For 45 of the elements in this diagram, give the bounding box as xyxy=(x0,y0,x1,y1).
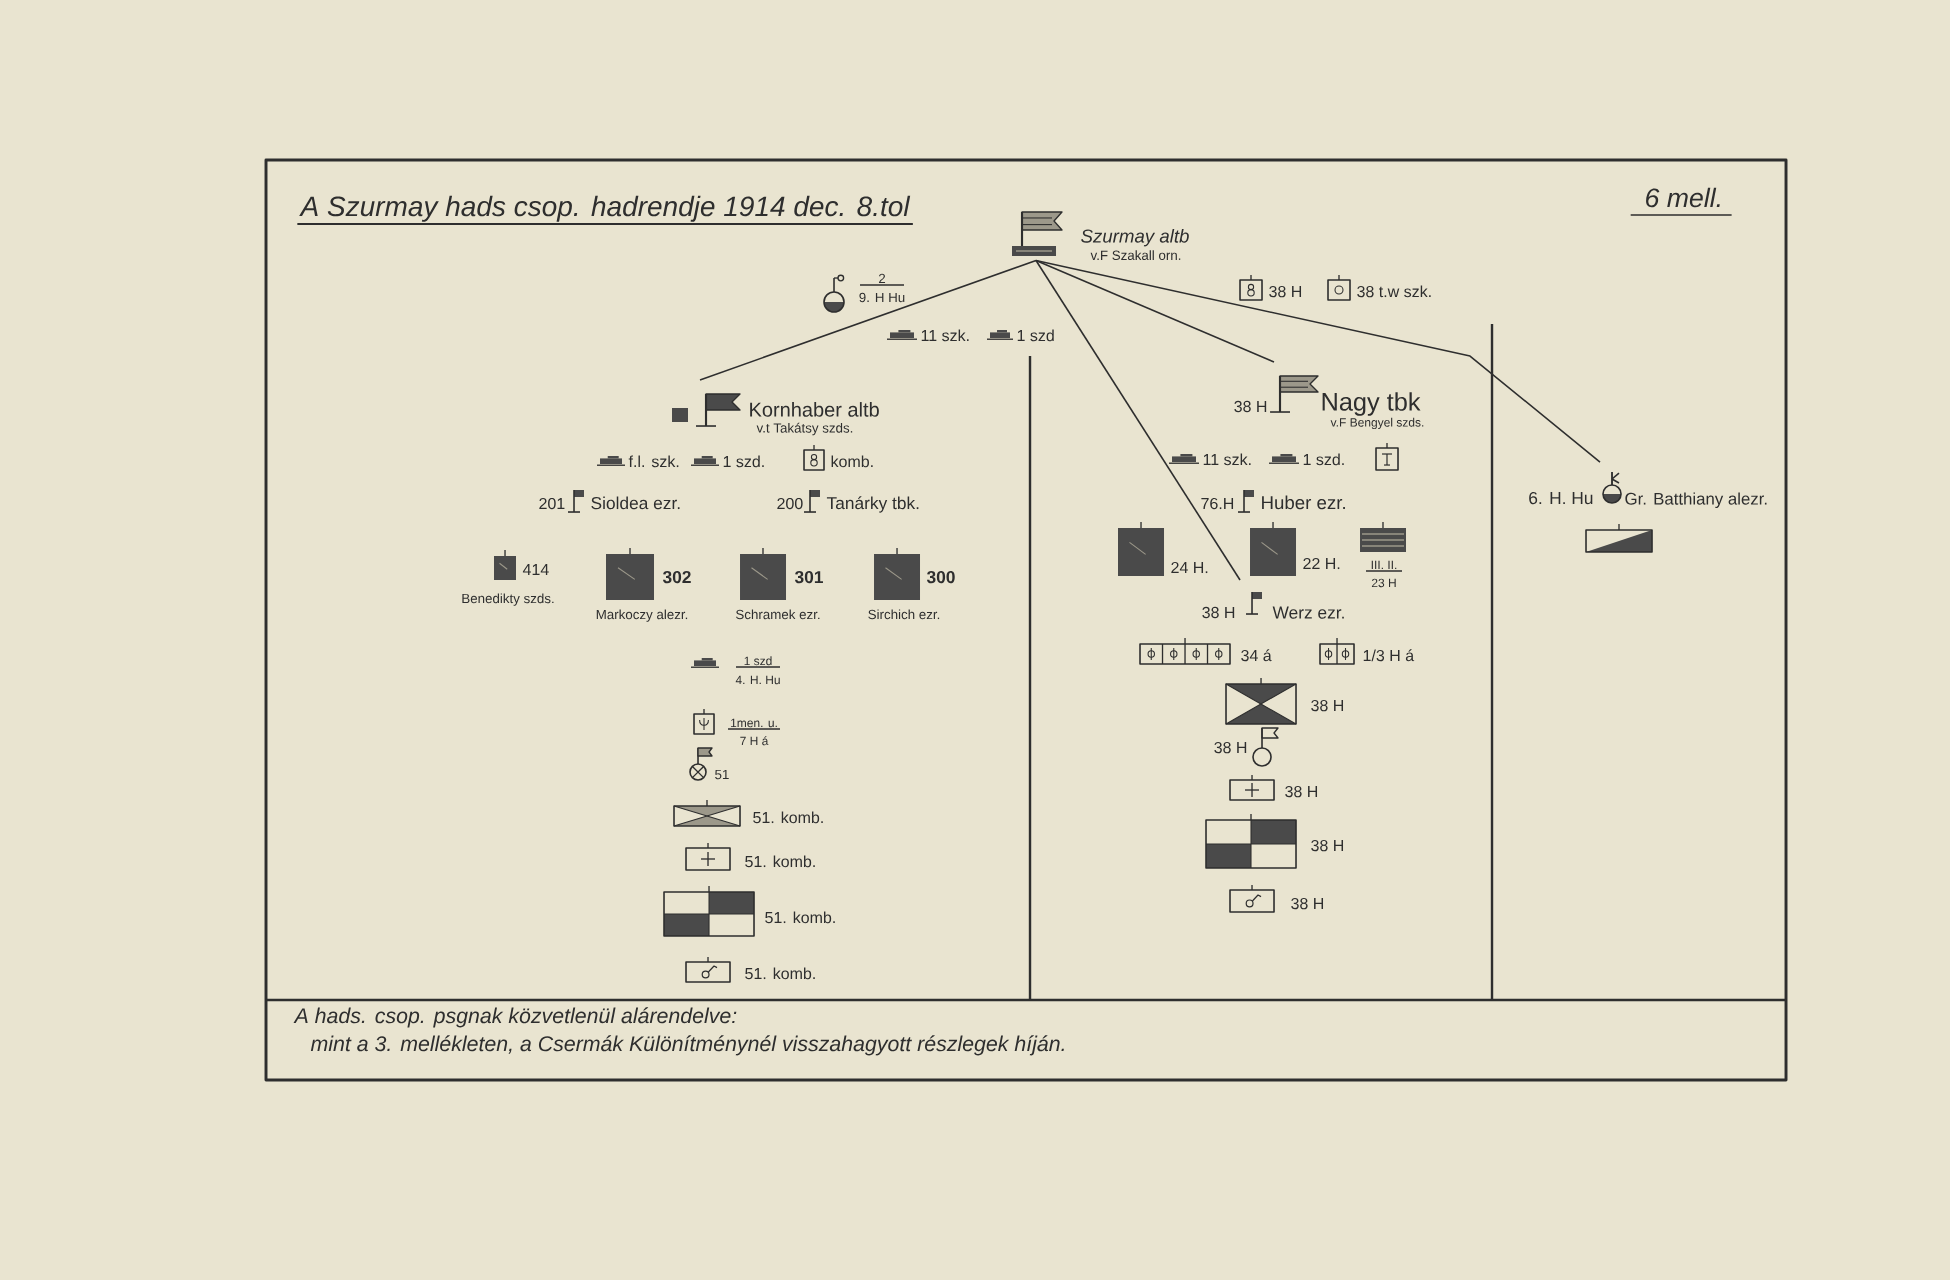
unit-label: 1 szd. xyxy=(1303,453,1344,466)
footnote: mint a 3. mellékleten, a Csermák Különítménynél visszahagyott részlegek híján. xyxy=(310,1035,1064,1056)
unit-label: 300 xyxy=(926,570,955,584)
unit-label: 6. H. Hu xyxy=(1529,491,1593,505)
commander-label: Tanárky tbk. xyxy=(826,496,919,513)
unit-label: 38 t.w szk. xyxy=(1357,285,1431,298)
title: A Szurmay hads csop. hadrendje 1914 dec. 8.tol xyxy=(299,195,911,222)
unit-label: 1/3 H á xyxy=(1363,649,1415,662)
unit-label: 38 H xyxy=(1269,285,1301,298)
unit-label: 200 xyxy=(777,497,803,510)
appendix-number: 6 mell. xyxy=(1646,187,1720,208)
unit-label: 76.H xyxy=(1201,497,1234,510)
commander-label: Huber ezr. xyxy=(1262,495,1345,510)
unit-label: 51. komb. xyxy=(745,855,815,868)
unit-label: 24 H. xyxy=(1171,561,1208,574)
commander-label: Sioldea ezr. xyxy=(591,496,680,510)
unit-label: 1 szd xyxy=(1017,329,1054,342)
unit-label: 302 xyxy=(662,570,691,584)
unit-label: 38 H xyxy=(1202,606,1235,619)
unit-label: 51. komb. xyxy=(753,811,823,824)
unit-label: f.l. szk. xyxy=(628,455,679,468)
unit-label: 301 xyxy=(794,570,823,584)
unit-label: 51. komb. xyxy=(745,967,815,980)
unit-label: 1 szd. xyxy=(723,455,764,468)
unit-label: 38 H xyxy=(1291,897,1323,910)
unit-label: 51. komb. xyxy=(765,911,835,924)
connector-line xyxy=(1035,259,1241,581)
command-label: Gr. Batthiany alezr. xyxy=(1625,492,1767,508)
unit-label: 22 H. xyxy=(1303,557,1340,570)
unit-label: 38 H xyxy=(1285,785,1317,798)
unit-label: komb. xyxy=(831,455,873,468)
connector-line xyxy=(1035,259,1601,463)
connector-line xyxy=(699,259,1037,381)
unit-label: 38 H xyxy=(1234,400,1267,413)
unit-label: 38 H xyxy=(1214,741,1247,754)
unit-label: 34 á xyxy=(1241,649,1272,662)
unit-label: 11 szk. xyxy=(921,329,969,342)
footnote: A hads. csop. psgnak közvetlenül alárendelve: xyxy=(293,1007,737,1028)
unit-label: 38 H xyxy=(1311,839,1343,852)
unit-label: 201 xyxy=(539,497,565,510)
command-label: Werz ezr. xyxy=(1272,606,1344,619)
connector-line xyxy=(1035,259,1275,363)
unit-label: 38 H xyxy=(1311,699,1343,712)
unit-label: 11 szk. xyxy=(1203,453,1251,466)
unit-label: 414 xyxy=(522,564,549,576)
